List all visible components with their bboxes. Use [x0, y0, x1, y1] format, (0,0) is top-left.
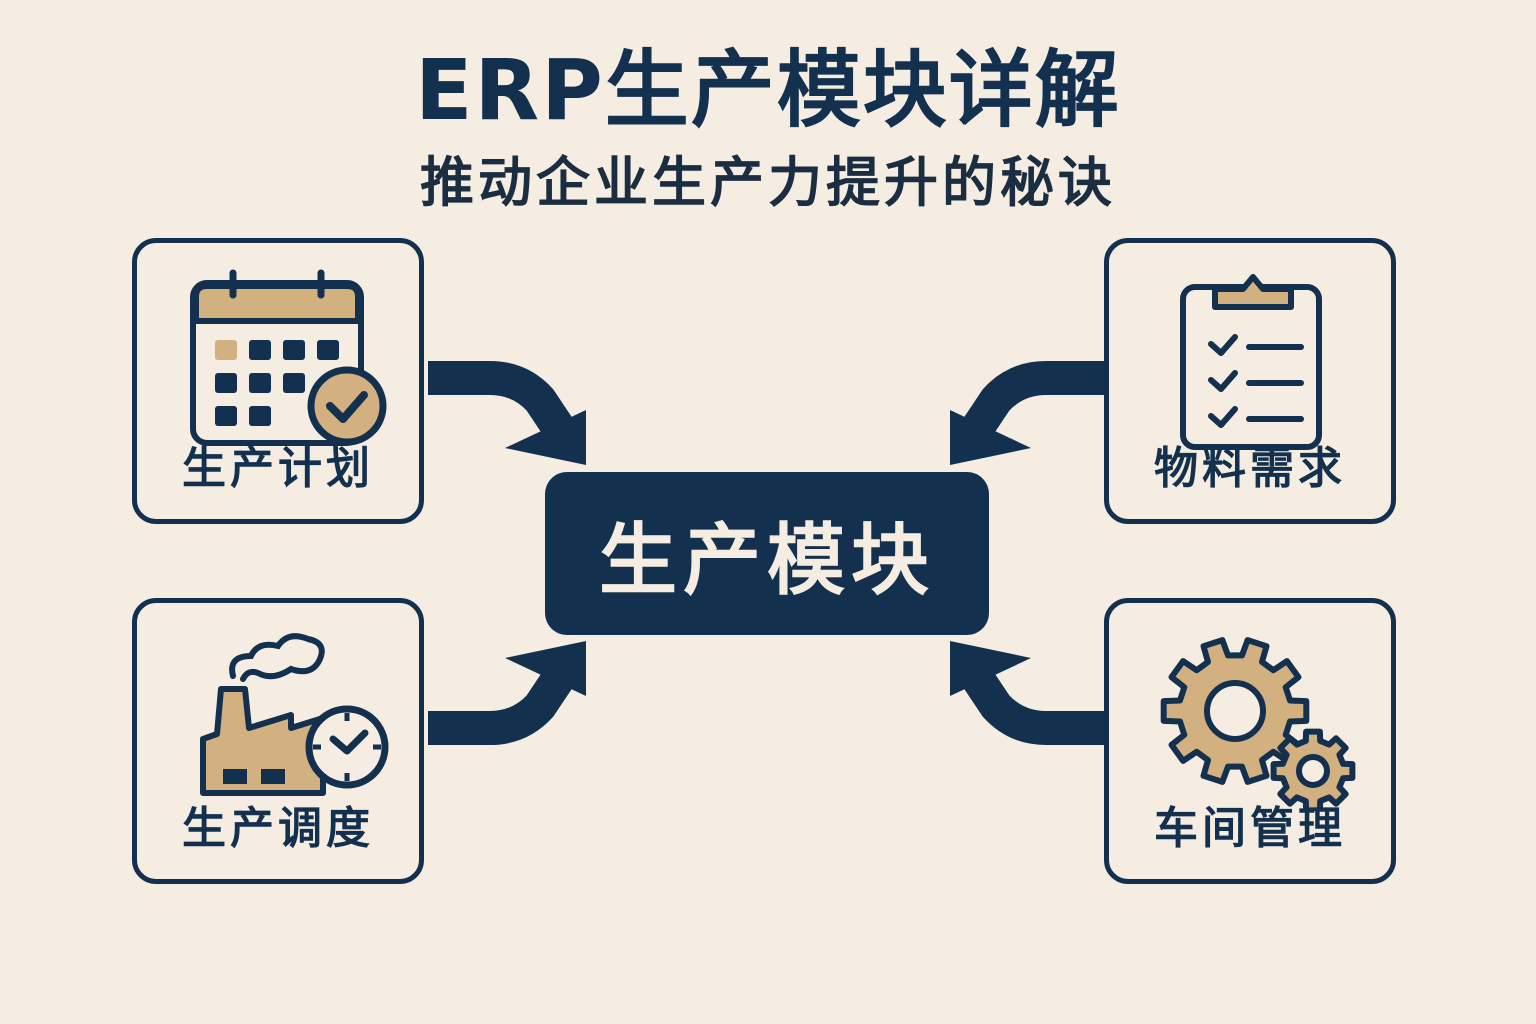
page-subtitle: 推动企业生产力提升的秘诀	[420, 151, 1116, 214]
arrowhead-plan	[505, 410, 586, 465]
module-label: 生产计划	[182, 443, 374, 494]
module-label: 生产调度	[182, 803, 374, 854]
factory-clock-icon	[200, 633, 389, 796]
small-gear-icon	[1270, 728, 1356, 811]
module-card-production-plan[interactable]: 生产计划	[132, 238, 424, 524]
arrowhead-shop	[950, 641, 1031, 696]
gears-icon	[1160, 637, 1356, 811]
arrowhead-schedule	[505, 641, 586, 696]
gear-hole	[1204, 680, 1266, 742]
clipboard-checklist-icon	[1180, 274, 1322, 450]
module-label: 物料需求	[1154, 443, 1346, 494]
module-card-material-requirements[interactable]: 物料需求	[1104, 238, 1396, 524]
arrow-shop-to-center	[961, 666, 1108, 745]
module-label: 车间管理	[1154, 803, 1346, 854]
gear-hole	[1296, 754, 1330, 788]
center-module-box[interactable]: 生产模块	[545, 472, 989, 635]
arrow-plan-to-center	[428, 361, 575, 440]
module-card-workshop-management[interactable]: 车间管理	[1104, 598, 1396, 884]
page-title: ERP生产模块详解	[415, 41, 1121, 139]
arrow-material-to-center	[961, 361, 1108, 440]
arrow-schedule-to-center	[428, 666, 575, 745]
large-gear-icon	[1160, 637, 1310, 785]
calendar-check-icon	[190, 269, 387, 446]
center-module-label: 生产模块	[598, 515, 935, 606]
arrowhead-material	[950, 410, 1031, 465]
module-card-production-schedule[interactable]: 生产调度	[132, 598, 424, 884]
